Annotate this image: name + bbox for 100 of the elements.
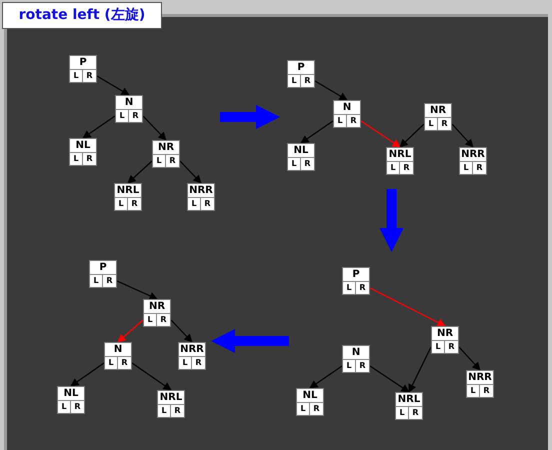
tree-node	[115, 95, 143, 123]
tree-node	[57, 386, 85, 414]
arrow	[309, 366, 342, 388]
arrow	[180, 160, 202, 184]
tree-node	[287, 143, 315, 171]
tree-node	[69, 138, 97, 166]
right-pointer-label: R	[447, 341, 456, 353]
node-key: NRR	[467, 371, 493, 385]
tree-node	[466, 370, 494, 398]
block-arrow	[220, 105, 280, 129]
right-pointer-label: R	[194, 357, 203, 369]
left-pointer-label: L	[153, 155, 166, 167]
node-key: NR	[432, 327, 458, 341]
arrow	[170, 320, 193, 343]
tree-node	[333, 100, 361, 128]
tree-node	[342, 345, 370, 373]
left-pointer-label: L	[179, 357, 192, 369]
node-key: NR	[153, 141, 179, 155]
right-pointer-label: R	[73, 401, 82, 413]
node-key: NL	[58, 387, 84, 401]
node-key: NR	[144, 300, 170, 314]
tree-node	[296, 388, 324, 416]
arrow	[399, 124, 424, 148]
tree-node	[431, 326, 459, 354]
node-key: NRL	[387, 148, 413, 162]
left-pointer-label: L	[396, 407, 409, 419]
node-key: NL	[297, 389, 323, 403]
arrow	[408, 346, 432, 393]
left-pointer-label: L	[188, 198, 201, 210]
node-key: P	[343, 268, 369, 282]
arrow	[132, 362, 172, 390]
right-pointer-label: R	[168, 155, 177, 167]
tree-node	[114, 183, 142, 211]
right-pointer-label: R	[85, 153, 94, 165]
arrow	[117, 320, 144, 343]
tree-node	[143, 299, 171, 327]
right-pointer-label: R	[482, 385, 491, 397]
left-pointer-label: L	[467, 385, 480, 397]
left-pointer-label: L	[116, 110, 129, 122]
arrow	[82, 116, 116, 138]
left-pointer-label: L	[334, 115, 347, 127]
right-pointer-label: R	[173, 405, 182, 417]
block-arrow	[380, 189, 404, 252]
tree-node	[459, 147, 487, 175]
right-pointer-label: R	[120, 357, 129, 369]
left-pointer-label: L	[343, 282, 356, 294]
right-pointer-label: R	[349, 115, 358, 127]
right-pointer-label: R	[105, 275, 114, 287]
arrow	[452, 124, 474, 148]
node-key: NR	[425, 104, 451, 118]
left-pointer-label: L	[70, 153, 83, 165]
arrow	[370, 366, 410, 392]
arrow	[370, 287, 446, 327]
right-pointer-label: R	[358, 282, 367, 294]
tree-node	[386, 147, 414, 175]
node-key: NL	[70, 139, 96, 153]
title: rotate left (左旋)	[2, 2, 162, 29]
left-pointer-label: L	[70, 70, 83, 82]
arrow	[127, 160, 152, 184]
right-pointer-label: R	[440, 118, 449, 130]
node-key: N	[334, 101, 360, 115]
left-pointer-label: L	[105, 357, 118, 369]
left-pointer-label: L	[58, 401, 71, 413]
right-pointer-label: R	[159, 314, 168, 326]
arrow	[458, 346, 481, 371]
tree-node	[424, 103, 452, 131]
left-pointer-label: L	[288, 158, 301, 170]
arrow	[300, 120, 334, 144]
arrow	[314, 80, 348, 101]
left-pointer-label: L	[144, 314, 157, 326]
left-pointer-label: L	[460, 162, 473, 174]
node-key: NRL	[396, 393, 422, 407]
arrow	[142, 116, 167, 141]
right-pointer-label: R	[411, 407, 420, 419]
arrow	[70, 362, 104, 386]
tree-node	[152, 140, 180, 168]
left-pointer-label: L	[432, 341, 445, 353]
node-key: NRR	[460, 148, 486, 162]
tree-node	[69, 55, 97, 83]
node-key: N	[343, 346, 369, 360]
tree-node	[157, 390, 185, 418]
left-pointer-label: L	[90, 275, 103, 287]
tree-node	[287, 60, 315, 88]
node-key: NL	[288, 144, 314, 158]
left-pointer-label: L	[288, 75, 301, 87]
right-pointer-label: R	[312, 403, 321, 415]
right-pointer-label: R	[402, 162, 411, 174]
arrow	[360, 120, 401, 148]
left-pointer-label: L	[158, 405, 171, 417]
tree-node	[395, 392, 423, 420]
left-pointer-label: L	[343, 360, 356, 372]
node-key: NRL	[115, 184, 141, 198]
right-pointer-label: R	[475, 162, 484, 174]
node-key: P	[288, 61, 314, 75]
right-pointer-label: R	[303, 75, 312, 87]
tree-node	[187, 183, 215, 211]
arrow	[116, 280, 158, 300]
block-arrow	[211, 329, 289, 353]
right-pointer-label: R	[358, 360, 367, 372]
left-pointer-label: L	[297, 403, 310, 415]
